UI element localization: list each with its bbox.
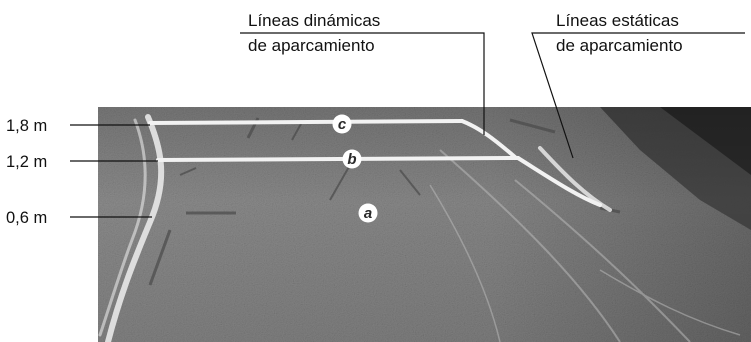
camera-image: c b a: [98, 107, 751, 342]
marker-a: a: [358, 203, 378, 223]
marker-c: c: [332, 114, 352, 134]
distance-label-near: 0,6 m: [6, 209, 47, 227]
svg-text:a: a: [364, 205, 372, 222]
static-guide-lines: [98, 114, 612, 342]
callout-dynamic-lines: Líneas dinámicas de aparcamiento: [240, 11, 485, 135]
distance-label-far: 1,8 m: [6, 117, 47, 135]
marker-b: b: [342, 149, 362, 169]
svg-text:Líneas estáticas: Líneas estáticas: [556, 11, 679, 30]
distance-label-mid: 1,2 m: [6, 153, 47, 171]
dynamic-guide-lines: [148, 119, 602, 207]
svg-text:de aparcamiento: de aparcamiento: [248, 36, 375, 55]
svg-text:Líneas dinámicas: Líneas dinámicas: [248, 11, 380, 30]
svg-text:de aparcamiento: de aparcamiento: [556, 36, 683, 55]
svg-text:b: b: [347, 151, 356, 168]
distance-line-b: [156, 156, 520, 162]
distance-labels: 1,8 m 1,2 m 0,6 m: [6, 117, 158, 227]
svg-text:c: c: [338, 116, 347, 133]
callout-static-lines: Líneas estáticas de aparcamiento: [531, 11, 745, 159]
distance-line-c: [148, 119, 464, 125]
